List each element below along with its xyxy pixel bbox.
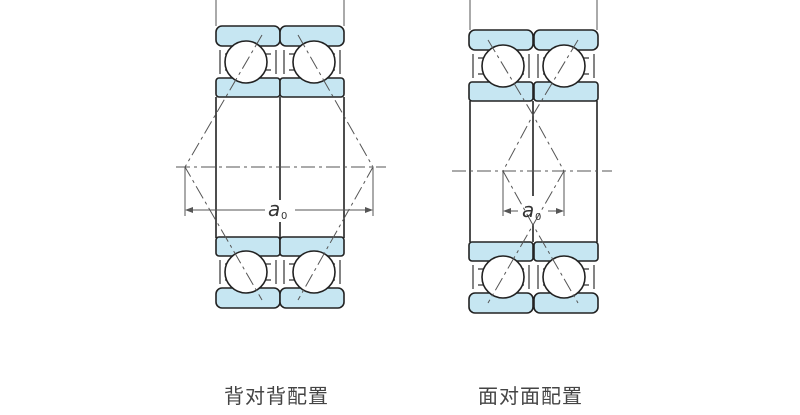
back-to-back-bearing: a 0: [176, 0, 386, 309]
bottom-right-ball-row: [533, 241, 599, 314]
top-right-ball-row: [533, 29, 599, 102]
dimension-a0-label: a: [522, 198, 534, 222]
top-right-ball-row: [279, 25, 345, 98]
dimension-a0-subscript: 0: [281, 211, 287, 222]
bottom-left-ball-row: [468, 241, 534, 314]
bottom-left-ball-row: [215, 236, 281, 309]
face-to-face-caption: 面对面配置: [478, 384, 583, 408]
top-left-ball-row: [215, 25, 281, 98]
dimension-a0-label: a: [268, 197, 280, 221]
back-to-back-caption: 背对背配置: [224, 384, 329, 408]
bottom-right-ball-row: [279, 236, 345, 309]
face-to-face-bearing: a 0: [452, 0, 612, 314]
top-left-ball-row: [468, 29, 534, 102]
dimension-a0-subscript: 0: [535, 212, 541, 223]
